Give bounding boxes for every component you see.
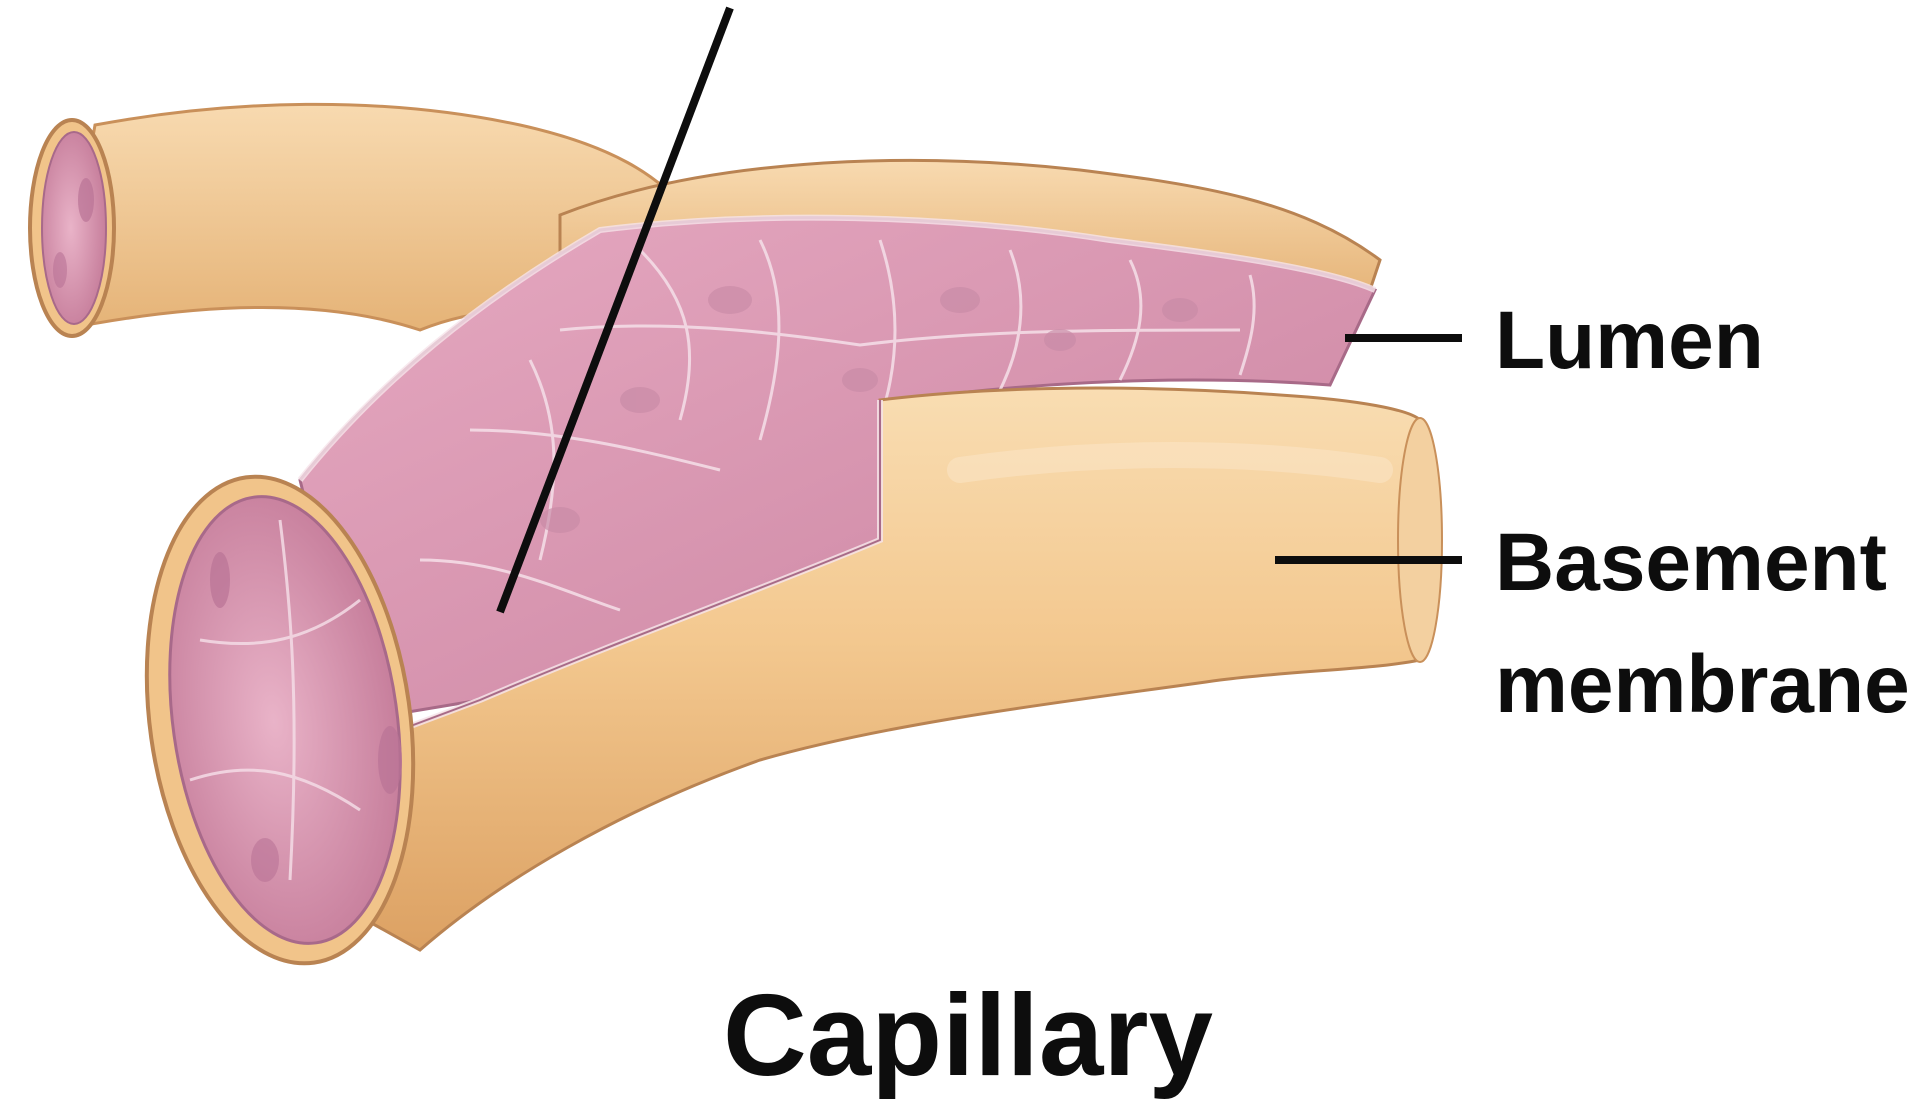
lumen-label: Lumen (1495, 295, 1764, 386)
basement-membrane-label-line2: membrane (1495, 639, 1907, 730)
diagram-caption: Capillary (723, 970, 1213, 1100)
basement-membrane-label-line1: Basement (1495, 517, 1887, 608)
